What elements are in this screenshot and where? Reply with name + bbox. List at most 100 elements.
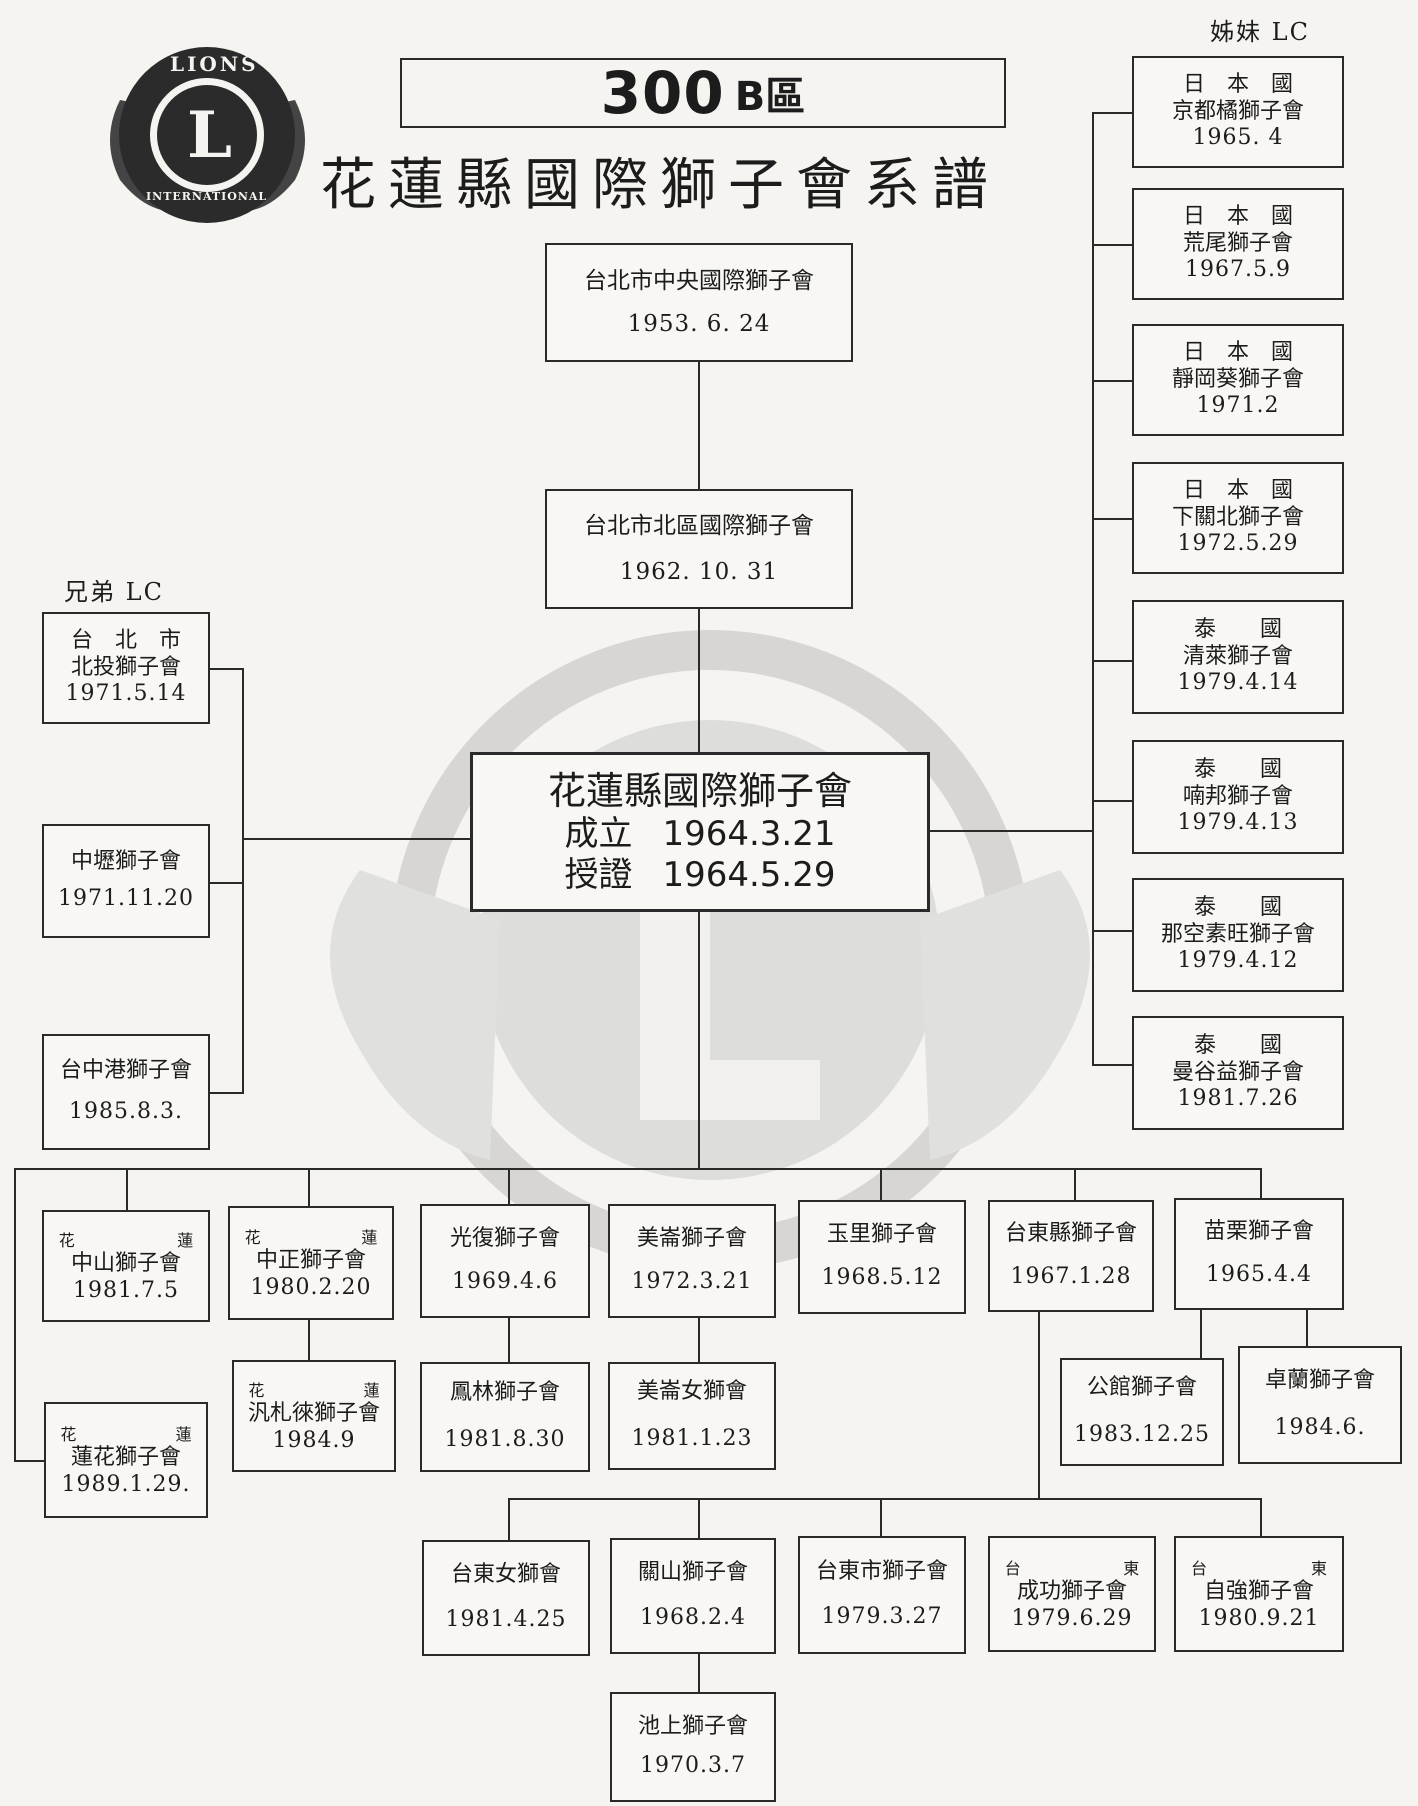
club-name: 清萊獅子會 xyxy=(1182,643,1293,669)
club-name: 鳳林獅子會 xyxy=(449,1380,560,1406)
club-name: 美崙獅子會 xyxy=(636,1226,747,1252)
club-name: 汎札徠獅子會 xyxy=(247,1401,380,1427)
club-date: 1980.9.21 xyxy=(1198,1606,1320,1631)
sponsored-club-box: 美崙女獅會 1981.1.23 xyxy=(608,1362,776,1470)
club-date: 1981.8.30 xyxy=(444,1427,566,1452)
club-name: 成功獅子會 xyxy=(1016,1579,1127,1605)
logo-letter: L xyxy=(187,98,232,173)
club-name: 京都橘獅子會 xyxy=(1171,98,1304,124)
club-date: 1968.2.4 xyxy=(640,1605,746,1630)
region-right: 東 xyxy=(1311,1559,1328,1579)
club-date: 1979.3.27 xyxy=(821,1604,943,1629)
club-name: 中山獅子會 xyxy=(70,1251,181,1277)
club-name: 公館獅子會 xyxy=(1086,1375,1197,1401)
club-name: 自強獅子會 xyxy=(1203,1579,1314,1605)
sponsored-club-box: 鳳林獅子會 1981.8.30 xyxy=(420,1362,590,1472)
club-date: 1967.1.28 xyxy=(1010,1264,1132,1289)
club-date: 1962. 10. 31 xyxy=(619,559,779,585)
sponsored-club-box: 花 蓮 汎札徠獅子會 1984.9 xyxy=(232,1360,396,1472)
club-date: 1989.1.29. xyxy=(61,1472,191,1497)
district-title-box: 300 B區 xyxy=(400,58,1006,128)
club-date: 1981.1.23 xyxy=(631,1426,753,1451)
club-name: 台北市中央國際獅子會 xyxy=(584,268,814,295)
region-left: 花 xyxy=(248,1381,265,1401)
club-country: 日 本 國 xyxy=(1182,203,1293,229)
club-date: 1971.2 xyxy=(1196,393,1280,419)
district-suffix: B區 xyxy=(734,74,806,120)
club-date: 1985.8.3. xyxy=(69,1099,183,1124)
region-left: 花 xyxy=(58,1231,75,1251)
sister-club-box: 泰 國 清萊獅子會 1979.4.14 xyxy=(1132,600,1344,714)
club-name: 曼谷益獅子會 xyxy=(1171,1059,1304,1085)
club-line1: 台 北 市 xyxy=(70,627,181,653)
sister-club-box: 泰 國 那空素旺獅子會 1979.4.12 xyxy=(1132,878,1344,992)
chartered-date: 1964.5.29 xyxy=(662,855,836,896)
hualien-club-main-box: 花蓮縣國際獅子會 成立 1964.3.21 授證 1964.5.29 xyxy=(470,752,930,912)
sponsored-club-box: 玉里獅子會 1968.5.12 xyxy=(798,1200,966,1314)
sponsored-club-box: 卓蘭獅子會 1984.6. xyxy=(1238,1346,1402,1464)
club-date: 1970.3.7 xyxy=(640,1753,746,1778)
logo-text-bottom: INTERNATIONAL xyxy=(146,190,268,203)
sponsored-club-box: 台東縣獅子會 1967.1.28 xyxy=(988,1200,1154,1312)
club-date: 1967.5.9 xyxy=(1185,257,1291,283)
chartered-row: 授證 1964.5.29 xyxy=(564,855,835,896)
sponsored-club-box: 苗栗獅子會 1965.4.4 xyxy=(1174,1198,1344,1310)
club-name: 台北市北區國際獅子會 xyxy=(584,512,814,539)
region-left: 花 xyxy=(244,1228,261,1248)
club-line2: 北投獅子會 xyxy=(70,654,181,680)
club-date: 1971.5.14 xyxy=(65,681,187,707)
page-title: 花蓮縣國際獅子會系譜 xyxy=(320,153,1000,218)
taitung-sponsored-club-box: 池上獅子會 1970.3.7 xyxy=(610,1692,776,1802)
club-date: 1979.4.13 xyxy=(1177,810,1299,836)
club-name: 靜岡葵獅子會 xyxy=(1171,366,1304,392)
founded-date: 1964.3.21 xyxy=(662,814,836,855)
chartered-label: 授證 xyxy=(564,855,633,896)
region-right: 東 xyxy=(1123,1559,1140,1579)
club-date: 1969.4.6 xyxy=(452,1269,558,1294)
region-left: 台 xyxy=(1004,1559,1021,1579)
club-name: 台中港獅子會 xyxy=(59,1058,192,1084)
club-date: 1953. 6. 24 xyxy=(627,310,771,337)
club-name: 喃邦獅子會 xyxy=(1182,783,1293,809)
region-right: 蓮 xyxy=(361,1228,378,1248)
founded-label: 成立 xyxy=(564,814,633,855)
club-name: 荒尾獅子會 xyxy=(1182,230,1293,256)
lions-logo: L LIONS INTERNATIONAL xyxy=(100,30,315,230)
sponsored-club-box: 花蓮 中正獅子會 1980.2.20 xyxy=(228,1206,394,1320)
sponsored-club-box: 光復獅子會 1969.4.6 xyxy=(420,1204,590,1318)
sponsored-club-box: 美崙獅子會 1972.3.21 xyxy=(608,1204,776,1318)
taitung-sponsored-club-box: 台東市獅子會 1979.3.27 xyxy=(798,1536,966,1654)
brother-lc-label: 兄弟 LC xyxy=(64,578,164,606)
lions-logo-icon xyxy=(110,47,305,223)
district-number: 300 xyxy=(600,59,725,127)
region-right: 蓮 xyxy=(363,1381,380,1401)
sister-club-box: 日 本 國 京都橘獅子會 1965. 4 xyxy=(1132,56,1344,168)
club-name: 中壢獅子會 xyxy=(70,849,181,875)
sister-club-box: 日 本 國 荒尾獅子會 1967.5.9 xyxy=(1132,188,1344,300)
club-name: 台東市獅子會 xyxy=(815,1559,948,1585)
club-date: 1972.5.29 xyxy=(1177,531,1299,557)
club-date: 1981.7.5 xyxy=(73,1278,179,1303)
brother-club-box: 台 北 市 北投獅子會 1971.5.14 xyxy=(42,612,210,724)
sponsored-club-box: 花蓮 蓮花獅子會 1989.1.29. xyxy=(44,1402,208,1518)
brother-club-box: 台中港獅子會 1985.8.3. xyxy=(42,1034,210,1150)
club-date: 1979.6.29 xyxy=(1011,1606,1133,1631)
club-name: 關山獅子會 xyxy=(637,1560,748,1586)
taitung-sponsored-club-box: 台 東 成功獅子會 1979.6.29 xyxy=(988,1536,1156,1652)
club-country: 日 本 國 xyxy=(1182,477,1293,503)
sister-lc-label: 姊妹 LC xyxy=(1210,18,1310,46)
club-name: 蓮花獅子會 xyxy=(70,1445,181,1471)
club-name: 那空素旺獅子會 xyxy=(1160,921,1315,947)
lions-watermark-emblem xyxy=(330,630,1090,1270)
club-name: 台東縣獅子會 xyxy=(1004,1221,1137,1247)
club-country: 日 本 國 xyxy=(1182,339,1293,365)
brother-club-box: 中壢獅子會 1971.11.20 xyxy=(42,824,210,938)
club-date: 1981.4.25 xyxy=(445,1607,567,1632)
club-date: 1965. 4 xyxy=(1192,125,1284,151)
taitung-sponsored-club-box: 台東 自強獅子會 1980.9.21 xyxy=(1174,1536,1344,1652)
logo-text-top: LIONS xyxy=(170,52,259,76)
sponsored-club-box: 花蓮 中山獅子會 1981.7.5 xyxy=(42,1210,210,1322)
region-left: 花 xyxy=(60,1425,77,1445)
club-date: 1984.9 xyxy=(272,1428,356,1453)
